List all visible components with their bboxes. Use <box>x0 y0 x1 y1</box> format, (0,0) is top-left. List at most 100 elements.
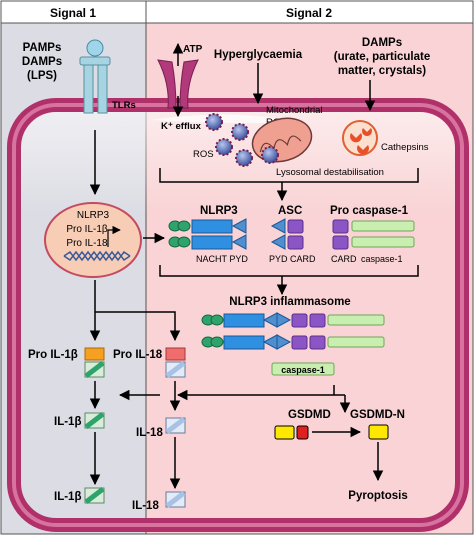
il1b-label: IL-1β <box>54 416 81 428</box>
lrr-domain-icon <box>177 220 191 232</box>
il18-out-label: IL-18 <box>132 500 159 512</box>
ros-sphere-icon <box>231 123 249 141</box>
gsdmd-c-domain <box>296 425 309 440</box>
mitochondrion-cristae <box>259 135 302 153</box>
atp-label: ATP <box>183 44 203 55</box>
lrr-domain-icon <box>177 236 191 248</box>
tlr-leg-left <box>83 64 94 114</box>
ligand-line-3: (LPS) <box>27 70 57 82</box>
casp-card-domain <box>332 219 349 234</box>
to-pro-il18-arrow <box>95 311 181 342</box>
ligand-sphere-icon <box>86 39 104 57</box>
il1b-stripe-icon <box>84 412 105 429</box>
casp-body-domain <box>351 220 415 232</box>
nacht-domain <box>191 235 233 250</box>
active-caspase-bar <box>271 362 335 376</box>
il18-stripe-icon <box>165 361 186 378</box>
asc-card-domain <box>291 335 308 350</box>
pro-il18-prodomain <box>165 347 186 361</box>
il18-stripe-icon <box>165 417 186 434</box>
nlrp3-molecule <box>168 218 247 250</box>
pro-il1b-prodomain <box>84 347 105 361</box>
nacht-domain <box>191 219 233 234</box>
damps-title-line-1: DAMPs <box>362 37 402 49</box>
casp-card-domain <box>309 335 326 350</box>
lrr-domain-icon <box>210 314 224 326</box>
signal1-header: Signal 1 <box>50 6 96 20</box>
signal2-header-box <box>145 0 474 24</box>
dna-helix-strand-icon <box>63 250 131 262</box>
cathepsin-pacman-icon <box>350 133 362 143</box>
casp-card-domain <box>332 235 349 250</box>
il18-label: IL-18 <box>136 427 163 439</box>
casp-card-domain <box>309 313 326 328</box>
asc-pyd-domain <box>270 218 286 234</box>
damps-title-line-3: matter, crystals) <box>338 65 426 77</box>
gsdmd-n-label: GSDMD-N <box>350 409 405 421</box>
nucleus-line-3: Pro IL-18 <box>66 238 108 249</box>
asc-card-domain <box>287 235 304 250</box>
pro-il18-label: Pro IL-18 <box>113 349 163 361</box>
inflammasome-complex <box>201 312 385 350</box>
il18-stripe-icon <box>165 491 186 508</box>
k-efflux-label: K⁺ efflux <box>161 121 202 132</box>
ligand-line-2: DAMPs <box>22 56 62 68</box>
lrr-domain-icon <box>210 336 224 348</box>
nacht-domain <box>223 313 265 328</box>
il1b-out-label: IL-1β <box>54 491 81 503</box>
assembly-bracket <box>159 265 419 277</box>
asc-molecule <box>270 218 304 250</box>
gsdmd-label: GSDMD <box>288 409 331 421</box>
casp-body-domain <box>327 336 385 348</box>
asc-card-domain <box>287 219 304 234</box>
caspase-sub-label: caspase-1 <box>361 254 403 264</box>
cell-membrane-highlight <box>12 103 464 527</box>
tlrs-label: TLRs <box>112 100 136 111</box>
card-label: CARD <box>331 254 357 264</box>
asc-pyd-domain <box>276 312 292 328</box>
active-caspase-label: caspase-1 <box>281 365 325 375</box>
pro-il1b-label: Pro IL-1β <box>28 349 78 361</box>
asc-card-domain <box>291 313 308 328</box>
ros-sphere-icon <box>261 146 279 164</box>
cathepsin-pacman-icon <box>357 145 369 155</box>
pyd-card-label: PYD CARD <box>269 254 316 264</box>
ros-cluster <box>205 113 279 167</box>
tlr-leg-right <box>97 64 108 114</box>
pyd-domain <box>231 218 247 234</box>
asc-pyd-domain <box>276 334 292 350</box>
ros-sphere-icon <box>215 138 233 156</box>
nucleus-line-2: Pro IL-1β <box>66 224 108 235</box>
pyroptosis-label: Pyroptosis <box>348 490 407 502</box>
tlr-top-cap <box>79 56 111 66</box>
transcription-arrow <box>107 225 121 247</box>
gsdmd-n-fragment <box>368 424 389 440</box>
asc-title: ASC <box>278 205 302 217</box>
damps-title-line-2: (urate, particulate <box>334 51 431 63</box>
inflammasome-title: NLRP3 inflammasome <box>229 296 350 308</box>
ros-sphere-icon <box>205 113 223 131</box>
casp-body-domain <box>327 314 385 326</box>
nacht-pyd-label: NACHT PYD <box>196 254 248 264</box>
signal2-header: Signal 2 <box>286 6 332 20</box>
mito-label-line-1: Mitochondrial <box>266 105 323 116</box>
lysosomal-label: Lysosomal destabilisation <box>276 167 384 178</box>
nucleus-line-1: NLRP3 <box>77 210 110 221</box>
cathepsin-pacman-icon <box>361 128 372 136</box>
il1b-stripe-icon <box>84 361 105 378</box>
procaspase-molecule <box>332 219 415 250</box>
nlrp3-title: NLRP3 <box>200 205 238 217</box>
ros-sphere-icon <box>235 149 253 167</box>
hyperglycaemia-label: Hyperglycaemia <box>214 49 303 61</box>
nacht-domain <box>223 335 265 350</box>
membrane-shine <box>150 114 300 124</box>
ligand-line-1: PAMPs <box>23 42 62 54</box>
il1b-stripe-icon <box>84 487 105 504</box>
ros-label: ROS <box>193 149 214 160</box>
casp-body-domain <box>351 236 415 248</box>
pyd-domain <box>231 234 247 250</box>
signal2-merge-bracket <box>159 168 419 183</box>
gsdmd-n-domain <box>274 425 295 440</box>
